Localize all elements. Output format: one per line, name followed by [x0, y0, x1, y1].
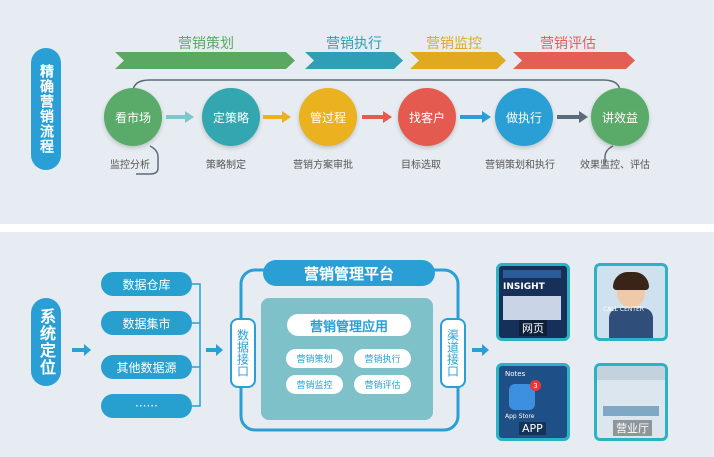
app-planning: 营销策划 — [286, 349, 343, 368]
platform-title: 营销管理平台 — [263, 260, 435, 286]
phase-ribbon-execution — [305, 52, 403, 69]
system-title: 系统定位 — [31, 298, 61, 386]
channel-app-label: APP — [519, 422, 546, 435]
step-manage-process: 管过程 — [299, 88, 357, 146]
flow-connectors — [132, 79, 621, 175]
channel-hall-photo: 营业厅 — [594, 363, 668, 441]
step-arrow-5 — [557, 111, 588, 123]
step-sub-strategy-making: 策略制定 — [206, 160, 246, 171]
phase-label-monitoring: 营销监控 — [426, 36, 482, 52]
sources-bracket — [192, 283, 201, 407]
step-arrow-4 — [460, 111, 491, 123]
channel-app-photo: Notes 3 App Store APP — [496, 363, 570, 441]
store-badge: 3 — [530, 380, 541, 391]
appstore-text: App Store — [505, 413, 535, 420]
arrow-to-data-port — [206, 344, 223, 356]
step-look-market: 看市场 — [104, 88, 162, 146]
phase-ribbon-planning — [115, 52, 295, 69]
app-execution: 营销执行 — [354, 349, 411, 368]
phase-label-planning: 营销策划 — [178, 36, 234, 52]
step-arrow-2 — [263, 111, 291, 123]
channel-web-label: 网页 — [519, 320, 547, 336]
web-brand: INSIGHT — [503, 282, 545, 292]
channel-port: 渠道接口 — [440, 318, 466, 388]
step-sub-monitor-analysis: 监控分析 — [110, 160, 150, 171]
arrow-to-channels — [472, 344, 489, 356]
step-arrow-1 — [166, 111, 194, 123]
system-position-panel: 系统定位 数据仓库 数据集市 其他数据源 ······ 营销管理平台 数据接口 … — [0, 232, 714, 457]
app-monitoring: 营销监控 — [286, 375, 343, 394]
phase-ribbon-evaluation — [513, 52, 635, 69]
step-set-strategy: 定策略 — [202, 88, 260, 146]
loop-arrow-right — [604, 145, 614, 165]
step-sub-target-selection: 目标选取 — [401, 160, 441, 171]
step-sub-plan-approval: 营销方案审批 — [293, 160, 353, 171]
notes-text: Notes — [505, 370, 526, 378]
channel-hall-label: 营业厅 — [613, 420, 652, 436]
flow-title: 精确营销流程 — [31, 48, 61, 170]
source-more: ······ — [101, 394, 192, 418]
app-evaluation: 营销评估 — [354, 375, 411, 394]
step-find-customer: 找客户 — [398, 88, 456, 146]
step-benefit: 讲效益 — [591, 88, 649, 146]
marketing-flow-panel: 精确营销流程 营销策划 营销执行 营销监控 营销评估 看市场 定策略 管过程 找… — [0, 0, 714, 224]
phase-label-execution: 营销执行 — [326, 36, 382, 52]
phase-ribbon-monitoring — [410, 52, 506, 69]
callcenter-text: CALL CENTER — [603, 306, 644, 313]
channel-web-photo: INSIGHT 网页 — [496, 263, 570, 341]
phase-label-evaluation: 营销评估 — [540, 36, 596, 52]
step-sub-plan-execute: 营销策划和执行 — [485, 160, 555, 171]
loop-arrow-top — [132, 79, 621, 95]
loop-arrow-bottom — [136, 145, 159, 175]
step-sub-effect-eval: 效果监控、评估 — [580, 160, 650, 171]
app-title: 营销管理应用 — [287, 314, 411, 336]
data-port: 数据接口 — [230, 318, 256, 388]
source-data-warehouse: 数据仓库 — [101, 272, 192, 296]
arrow-to-sources — [72, 344, 91, 356]
step-arrow-3 — [362, 111, 392, 123]
source-data-mart: 数据集市 — [101, 311, 192, 335]
step-execute: 做执行 — [495, 88, 553, 146]
channel-callcenter-photo: CALL CENTER — [594, 263, 668, 341]
source-other: 其他数据源 — [101, 355, 192, 379]
